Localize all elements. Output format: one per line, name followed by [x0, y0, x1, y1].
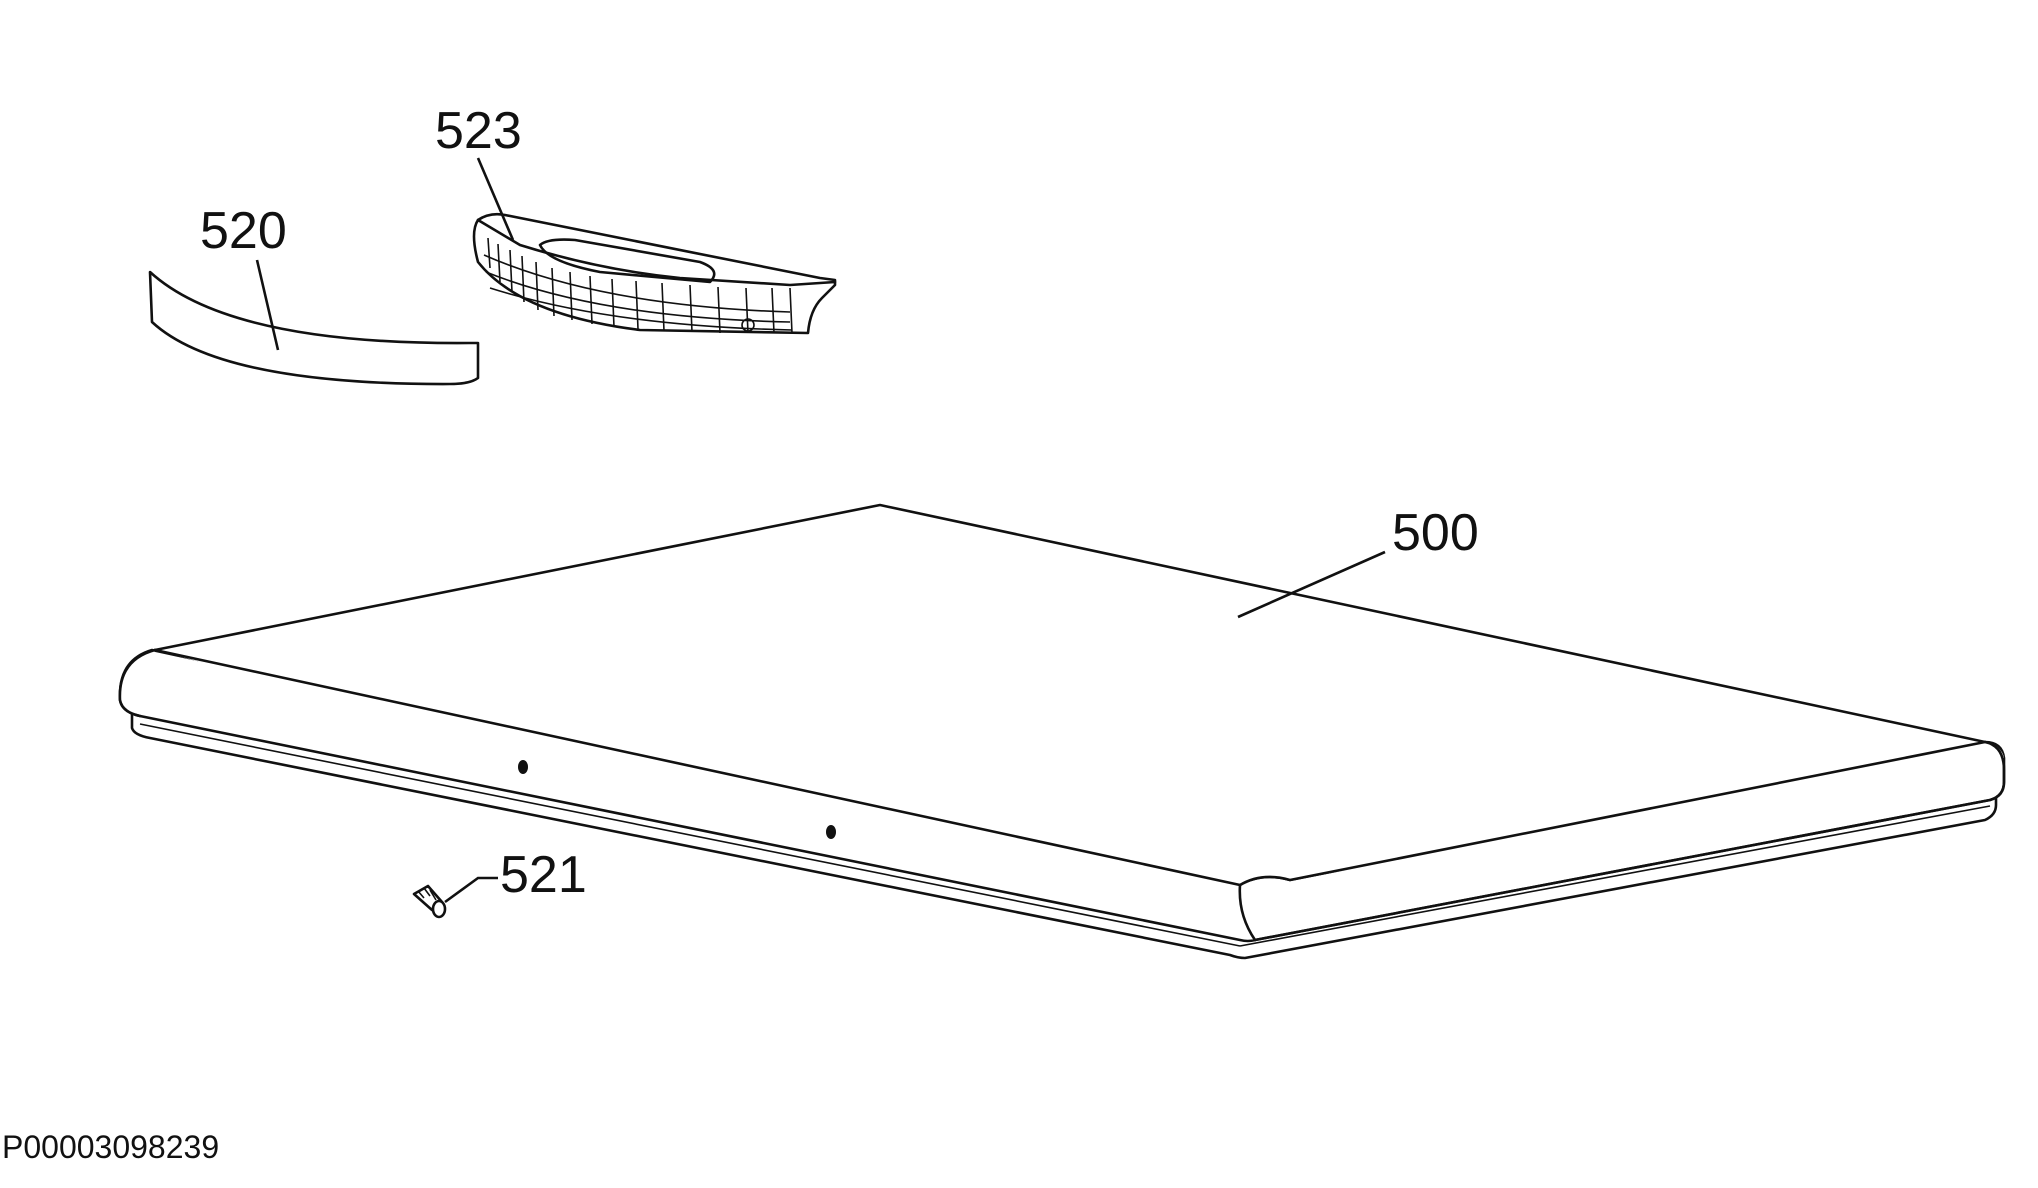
- screw-head: [431, 899, 447, 919]
- document-id: P00003098239: [2, 1129, 219, 1165]
- leader-521: [444, 876, 498, 904]
- handle-grip-slot: [538, 238, 716, 284]
- callout-500: 500: [1392, 504, 1479, 562]
- handle-rib-rows: [483, 254, 793, 331]
- lid-left-cap: [120, 650, 155, 716]
- handle-body: [472, 212, 837, 335]
- callout-520: 520: [200, 202, 287, 260]
- screw: [412, 884, 447, 919]
- lid-top-outline: [153, 503, 2006, 942]
- lid-top-front-line: [153, 648, 1242, 887]
- ledge-groove: [139, 723, 1241, 947]
- trim-strip-shape: [148, 270, 480, 386]
- lid-right-corner: [1238, 740, 1987, 887]
- handle: [472, 212, 837, 335]
- lid-front-left-curve: [118, 648, 157, 718]
- trim-strip-end: [149, 271, 153, 323]
- lid-lower-ledge: [130, 710, 1998, 960]
- lid-top-surface: [155, 505, 2004, 940]
- leader-523: [476, 157, 515, 241]
- screw-thread: [417, 887, 437, 901]
- callout-521: 521: [500, 846, 587, 904]
- leader-500: [1237, 550, 1386, 619]
- lid-panel: [118, 503, 2006, 960]
- ledge-groove-right: [1239, 805, 1991, 947]
- leader-520: [255, 259, 280, 351]
- lid-right-corner-edge: [1238, 883, 1257, 942]
- front-edge-bottom-line: [139, 715, 1241, 941]
- mounting-hole: [518, 760, 528, 774]
- handle-ribs: [487, 237, 793, 334]
- handle-screw-hole: [741, 318, 755, 332]
- trim-strip: [148, 270, 480, 386]
- callout-523: 523: [435, 102, 522, 160]
- mounting-hole: [826, 825, 836, 839]
